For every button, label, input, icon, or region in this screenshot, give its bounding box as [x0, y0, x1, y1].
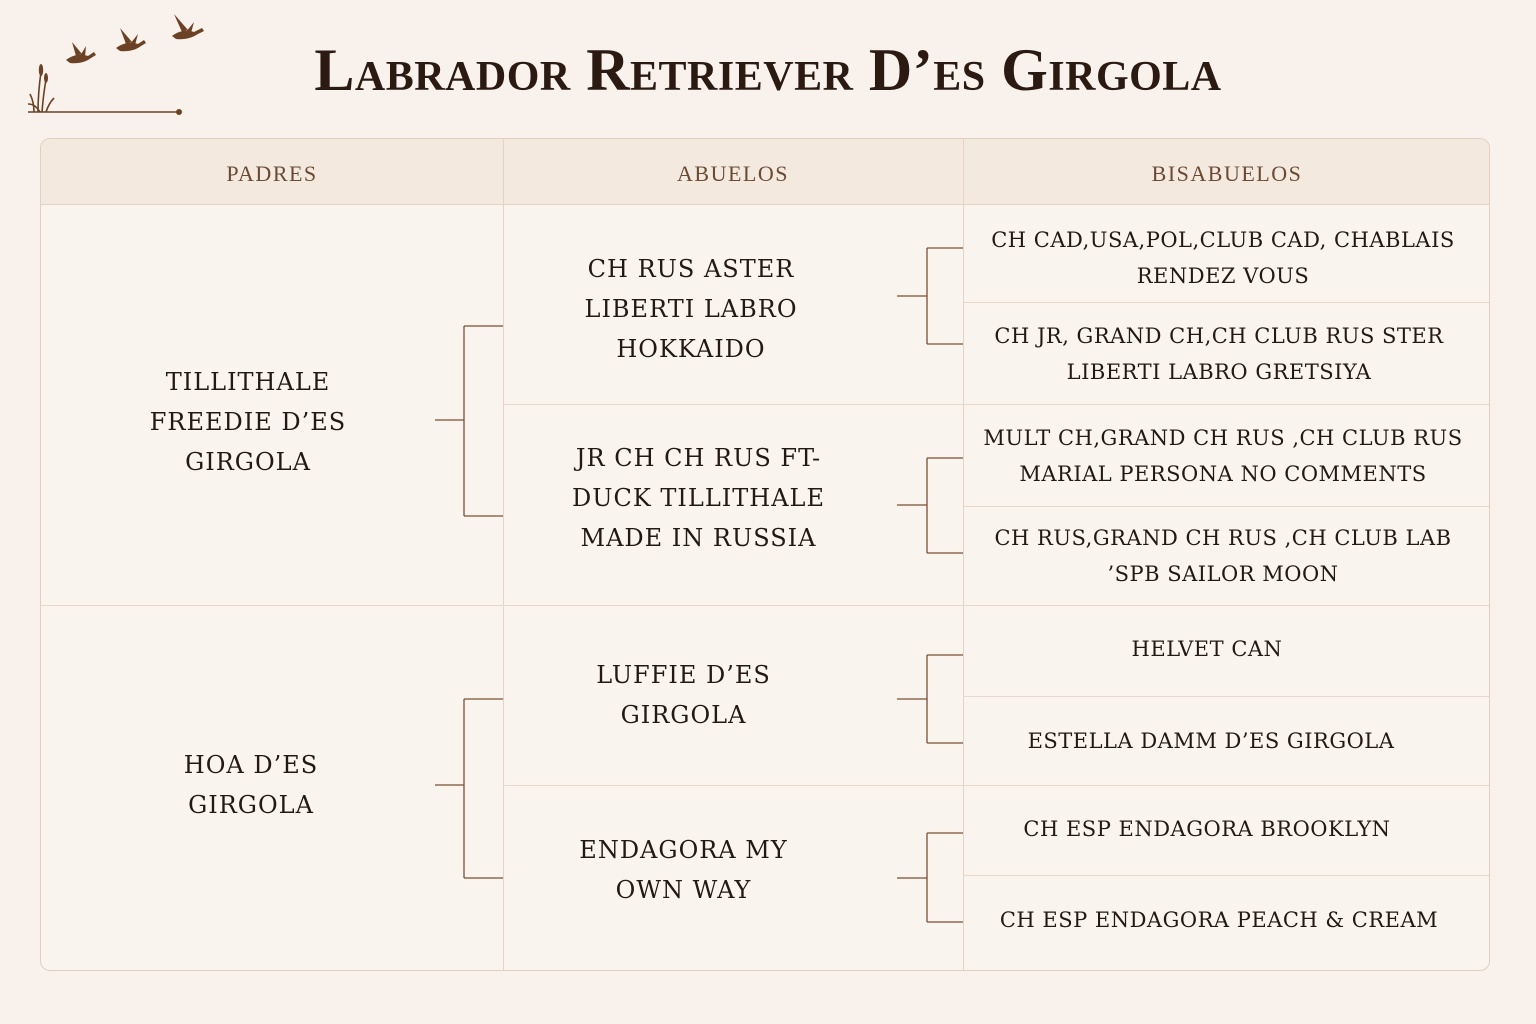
column-header-grandparents: ABUELOS — [677, 161, 789, 186]
grandparent-4: ENDAGORA MY OWN WAY — [579, 836, 788, 904]
row-divider-grandparents — [503, 785, 1489, 786]
pedigree-connector-lines — [435, 247, 963, 923]
row-divider-great-grandparents — [963, 506, 1489, 507]
flying-ducks-logo-icon — [27, 14, 204, 115]
great-grandparent-6: ESTELLA DAMM D’ES GIRGOLA — [1027, 729, 1395, 753]
great-grandparent-5: HELVET CAN — [1131, 637, 1283, 661]
page-title: Labrador Retriever D’es Girgola — [314, 37, 1222, 103]
column-divider — [503, 139, 504, 970]
great-grandparent-1: CH CAD,USA,POL,CLUB CAD, CHABLAIS RENDEZ… — [991, 228, 1455, 288]
parent-dam: HOA D’ES GIRGOLA — [183, 751, 319, 819]
column-divider — [963, 139, 964, 970]
grandparent-1: CH RUS ASTER LIBERTI LABRO HOKKAIDO — [584, 255, 798, 363]
great-grandparent-7: CH ESP ENDAGORA BROOKLYN — [1023, 817, 1391, 841]
pedigree-header: PADRES ABUELOS BISABUELOS — [41, 139, 1489, 205]
row-divider-great-grandparents — [963, 696, 1489, 697]
grandparent-3: LUFFIE D’ES GIRGOLA — [596, 661, 771, 729]
row-divider-great-grandparents — [963, 875, 1489, 876]
parent-sire: TILLITHALE FREEDIE D’ES GIRGOLA — [149, 368, 347, 476]
column-header-great-grandparents: BISABUELOS — [1151, 161, 1303, 186]
column-header-parents: PADRES — [226, 161, 318, 186]
pedigree-table: PADRES ABUELOS BISABUELOS TILLITHALE FRE… — [40, 138, 1490, 971]
row-divider-parents — [41, 605, 1489, 606]
row-divider-grandparents — [503, 404, 1489, 405]
grandparent-2: JR CH CH RUS FT- DUCK TILLITHALE MADE IN… — [572, 444, 825, 552]
great-grandparent-2: CH JR, GRAND CH,CH CLUB RUS STER LIBERTI… — [994, 324, 1444, 384]
great-grandparent-4: CH RUS,GRAND CH RUS ,CH CLUB LAB ’SPB SA… — [994, 526, 1452, 586]
row-divider-great-grandparents — [963, 302, 1489, 303]
great-grandparent-3: MULT CH,GRAND CH RUS ,CH CLUB RUS MARIAL… — [983, 426, 1463, 486]
great-grandparent-8: CH ESP ENDAGORA PEACH & CREAM — [999, 908, 1439, 932]
